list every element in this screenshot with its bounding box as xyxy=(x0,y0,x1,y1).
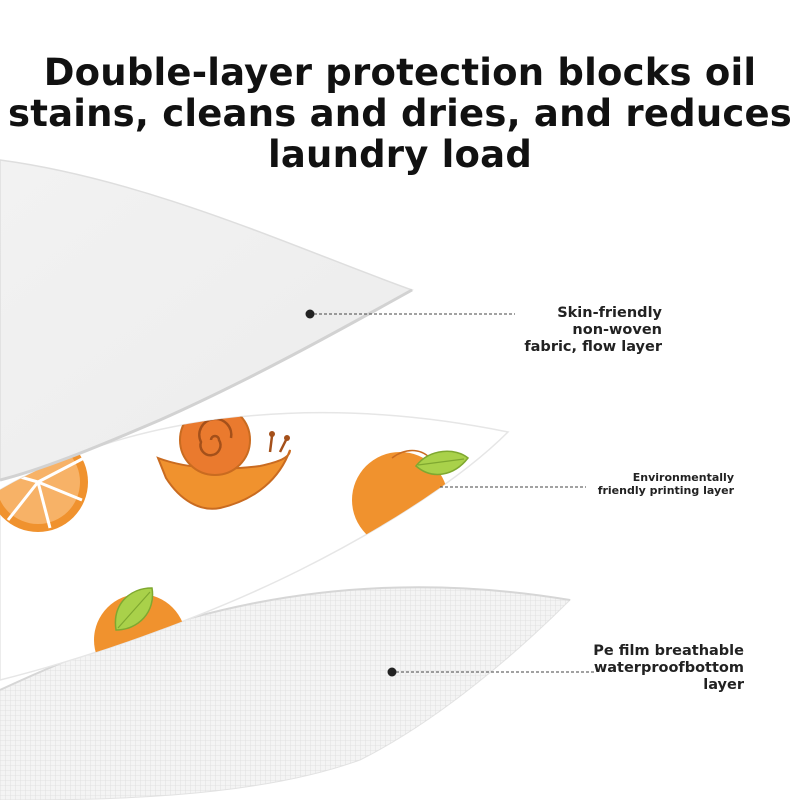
callout-top-line-3: fabric, flow layer xyxy=(524,339,662,355)
headline-line-3: laundry load xyxy=(267,133,533,176)
callout-middle-layer: Environmentally friendly printing layer xyxy=(598,471,734,497)
leader-dot-top xyxy=(305,309,315,319)
leaf-icon xyxy=(414,450,470,476)
callout-top-line-2: non-woven xyxy=(572,322,662,338)
headline-line-2: stains, cleans and dries, and reduces xyxy=(7,92,793,135)
callout-middle-line-1: Environmentally xyxy=(632,471,734,484)
leader-dot-bottom xyxy=(387,667,397,677)
callout-middle-line-2: friendly printing layer xyxy=(597,484,734,497)
callout-bottom-line-2: waterproofbottom xyxy=(593,660,744,676)
callout-top-layer: Skin-friendly non-woven fabric, flow lay… xyxy=(524,305,662,356)
callout-bottom-layer: Pe film breathable waterproofbottom laye… xyxy=(593,643,744,694)
callout-leaders xyxy=(305,309,596,677)
callout-bottom-line-3: layer xyxy=(703,677,744,693)
headline: Double-layer protection blocks oil stain… xyxy=(0,52,800,175)
headline-line-1: Double-layer protection blocks oil xyxy=(43,51,757,94)
snail-icon xyxy=(156,412,291,510)
callout-top-line-1: Skin-friendly xyxy=(557,305,662,321)
top-layer xyxy=(0,159,414,482)
callout-bottom-line-1: Pe film breathable xyxy=(593,643,744,659)
